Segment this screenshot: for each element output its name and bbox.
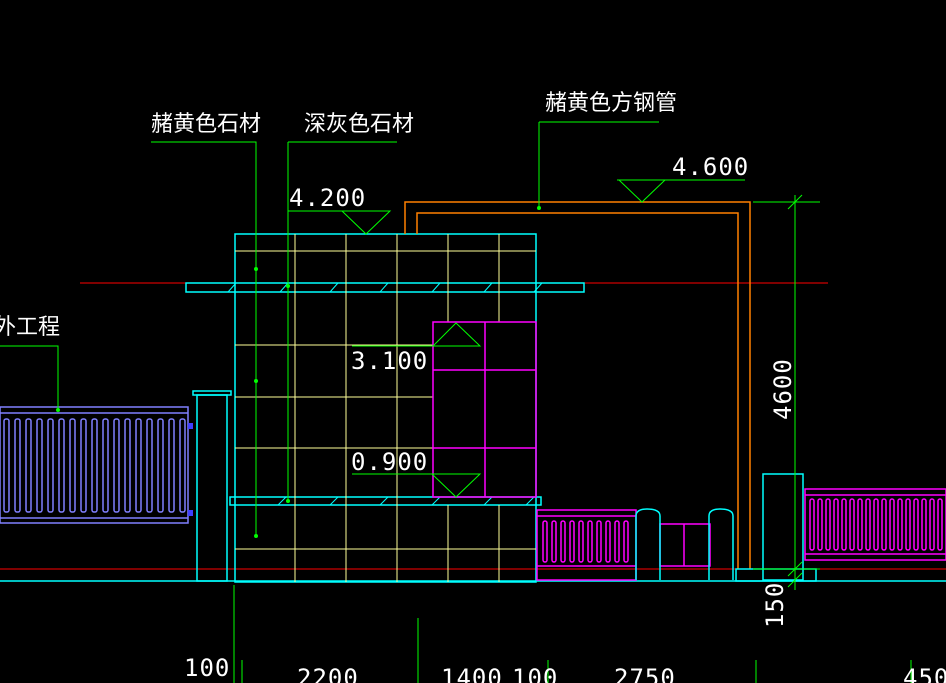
fence-bar [69,418,76,513]
fence-bar [913,498,919,551]
bottom-dim-100-mid: 100 [512,664,558,683]
fence-bar [179,418,186,513]
fence-bar [809,498,815,551]
fence-bar [929,498,935,551]
fence-bar [587,520,593,563]
fence-bar [921,498,927,551]
fence-bar [905,498,911,551]
fence-bar [135,418,142,513]
elevation-4200: 4.200 [289,184,366,212]
fence-bar [80,418,87,513]
fence-bar [124,418,131,513]
fence-bar [551,520,557,563]
fence-bar [817,498,823,551]
fence-bar [614,520,620,563]
label-dark-grey-stone: 深灰色石材 [304,112,414,137]
window-panel [432,321,537,498]
fence-bar [560,520,566,563]
fence-bar [623,520,629,563]
fence-bar [605,520,611,563]
fence-bar [58,418,65,513]
bottom-dim-100-left: 100 [184,654,230,682]
bottom-dim-1400: 1400 [441,664,503,683]
bottom-dim-450: 450 [903,664,946,683]
elevation-0900: 0.900 [351,448,428,476]
fence-bar [146,418,153,513]
fence-bar [36,418,43,513]
right-fence [804,488,946,561]
fence-bar [102,418,109,513]
fence-hinge [188,423,193,429]
leader-dots [56,206,541,538]
label-ochre-stone: 赭黄色石材 [151,112,261,137]
fence-bar [91,418,98,513]
elevation-3100: 3.100 [351,347,428,375]
fence-bar [857,498,863,551]
fence-bar [578,520,584,563]
dimension-4600: 4600 [769,358,797,420]
fence-bar [569,520,575,563]
fence-bar [841,498,847,551]
bottom-dim-2750: 2750 [614,664,676,683]
bollards [635,473,817,582]
fence-bar [596,520,602,563]
bottom-dim-2200: 2200 [297,664,359,683]
fence-bar [157,418,164,513]
fence-hinge [188,510,193,516]
leader-lines [0,121,912,683]
fence-bar [47,418,54,513]
fence-bar [25,418,32,513]
fence-bar [833,498,839,551]
label-exterior-works: 外工程 [0,315,60,340]
fence-bar [849,498,855,551]
fence-bar [873,498,879,551]
fence-bar [168,418,175,513]
fence-bar [865,498,871,551]
elevation-4600: 4.600 [672,153,749,181]
fence-bar [542,520,548,563]
fence-bar [3,418,10,513]
gatehouse-block [185,233,585,583]
label-ochre-steel-pipe: 赭黄色方钢管 [545,91,677,116]
fence-bar [889,498,895,551]
fence-bar [113,418,120,513]
fence-bar [881,498,887,551]
canopy-frame [404,201,751,569]
left-fence [0,406,189,524]
dimension-150: 150 [761,582,789,628]
gate-pillar [192,390,232,582]
fence-bar [937,498,943,551]
fence-bar [897,498,903,551]
fence-bar [825,498,831,551]
fence-bar [14,418,21,513]
